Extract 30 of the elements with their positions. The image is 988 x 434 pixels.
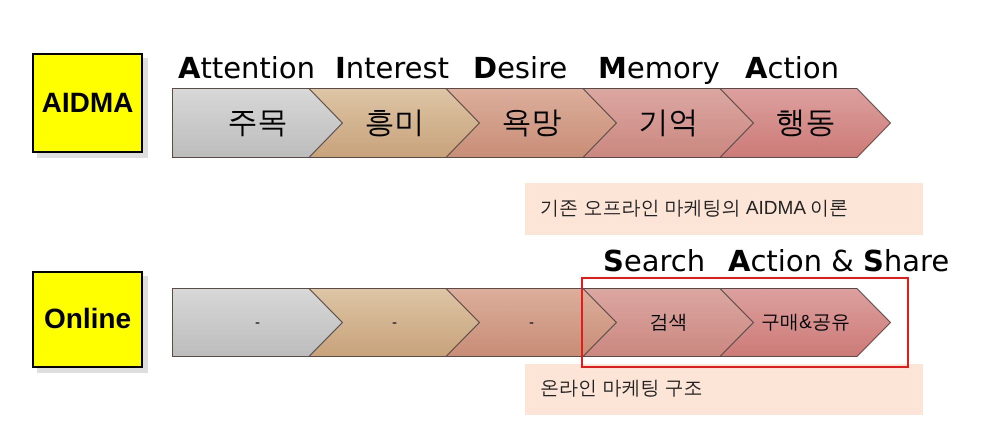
process-step	[720, 88, 891, 158]
step-label: 구매&공유	[761, 312, 850, 334]
step-label: 검색	[650, 312, 688, 334]
process-step	[309, 88, 480, 158]
process-step	[446, 288, 617, 357]
step-label: 행동	[776, 106, 836, 140]
step-label: -	[392, 314, 397, 332]
stage-heading: Action & Share	[728, 247, 950, 275]
process-step	[309, 288, 480, 357]
category-label: Online	[44, 304, 132, 335]
process-step	[446, 88, 617, 158]
process-step	[720, 288, 891, 357]
step-label: 기억	[638, 106, 698, 140]
step-label: 욕망	[502, 106, 562, 140]
caption-text: 기존 오프라인 마케팅의 AIDMA 이론	[540, 198, 848, 220]
stage-heading: Search	[603, 247, 706, 275]
step-label: -	[529, 314, 534, 332]
stage-heading: Interest	[335, 54, 449, 82]
stage-heading: Desire	[473, 54, 568, 82]
process-step	[583, 88, 754, 158]
step-label: 흥미	[364, 106, 424, 140]
process-step	[583, 288, 754, 357]
caption-band	[525, 364, 923, 415]
stage-heading: Attention	[178, 54, 315, 82]
caption-text: 온라인 마케팅 구조	[540, 378, 703, 401]
category-label: AIDMA	[42, 88, 134, 118]
caption-band	[525, 183, 923, 235]
stage-heading: Memory	[598, 54, 720, 82]
highlight-frame	[581, 277, 909, 368]
stage-heading: Action	[745, 54, 839, 82]
